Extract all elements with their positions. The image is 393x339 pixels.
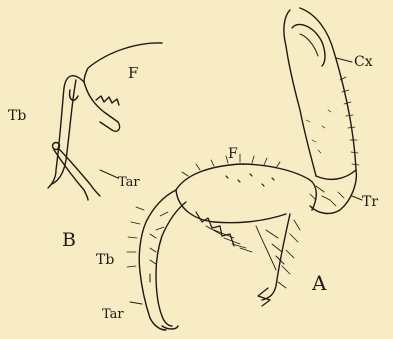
panel-a-letter: A — [311, 271, 327, 295]
panel-a-trochanter-label: Tr — [362, 194, 378, 210]
panel-a-femur-label: F — [228, 146, 238, 162]
panel-a-tibia-label: Tb — [96, 252, 114, 268]
panel-a-coxa-label: Cx — [354, 54, 373, 70]
panel-b-tarsus-label: Tar — [118, 175, 140, 190]
panel-b-letter: B — [62, 229, 76, 251]
panel-b-tibia-label: Tb — [8, 108, 26, 124]
panel-a-tarsus-label: Tar — [102, 307, 124, 322]
panel-b-femur-label: F — [128, 64, 138, 82]
